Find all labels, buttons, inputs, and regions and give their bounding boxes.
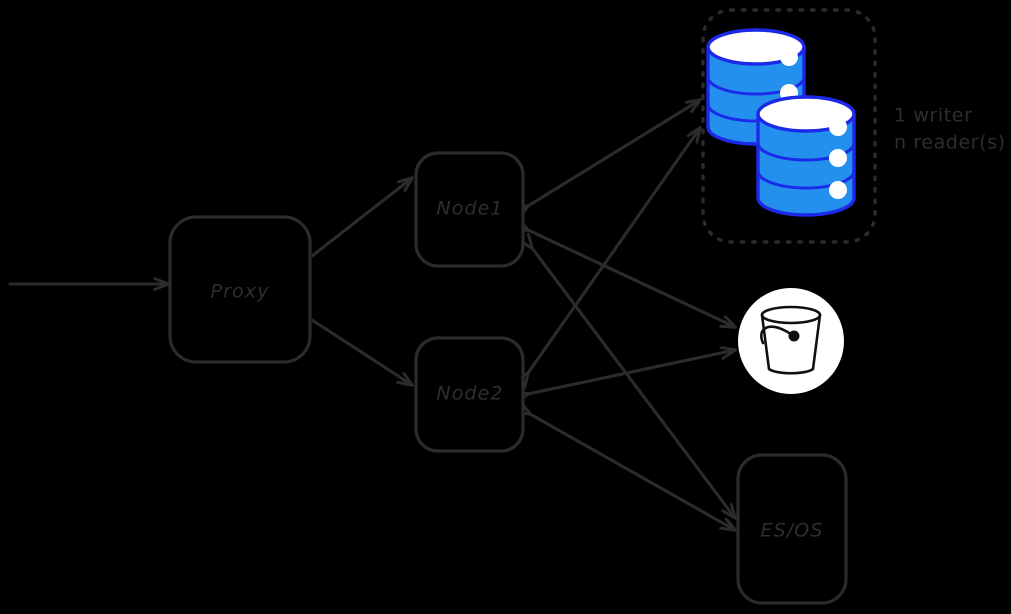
proxy-box[interactable] — [168, 215, 312, 364]
connection-layer — [8, 100, 735, 530]
node2-node[interactable]: Node2 — [414, 336, 525, 453]
database-group[interactable]: 1 writer n reader(s) — [701, 8, 1006, 244]
connection-node1-to-bucket — [528, 230, 735, 327]
proxy-label: Proxy — [211, 281, 270, 303]
front-cylinder-top — [756, 95, 856, 133]
front-cylinder-band-1 — [756, 142, 856, 162]
bucket-disc-background — [738, 288, 844, 394]
connection-proxy-to-node2 — [310, 318, 412, 385]
front-database-cylinder[interactable] — [756, 95, 856, 217]
front-cylinder-band-2 — [756, 170, 856, 190]
back-cylinder-band-1 — [706, 76, 806, 96]
proxy-node[interactable]: Proxy — [168, 215, 312, 364]
bucket-body — [760, 313, 822, 375]
front-cylinder-led-2 — [829, 149, 847, 167]
node1-label: Node1 — [436, 198, 503, 220]
back-cylinder-top — [706, 28, 806, 66]
connection-node1-to-esos — [532, 248, 735, 518]
front-cylinder-led-1 — [829, 118, 847, 136]
node1-box[interactable] — [414, 151, 525, 268]
database-annotation-line2: n reader(s) — [894, 132, 1006, 154]
back-cylinder-led-1 — [780, 48, 798, 66]
front-cylinder-led-3 — [829, 181, 847, 199]
connection-node2-to-database — [528, 128, 700, 373]
bucket-icon[interactable] — [738, 288, 844, 394]
esos-label: ES/OS — [761, 520, 824, 542]
bucket-handle-knob — [788, 330, 800, 342]
esos-node[interactable]: ES/OS — [736, 453, 848, 605]
node1-node[interactable]: Node1 — [414, 151, 525, 268]
node2-box[interactable] — [414, 336, 525, 453]
connection-node1-to-database — [528, 100, 700, 206]
database-annotation-line1: 1 writer — [894, 105, 973, 127]
database-group-border — [701, 8, 877, 244]
connection-node2-to-esos — [530, 414, 735, 530]
connection-node2-to-bucket — [528, 350, 735, 394]
esos-box[interactable] — [736, 453, 848, 605]
connection-proxy-to-node1 — [310, 178, 412, 258]
node2-label: Node2 — [436, 383, 503, 405]
